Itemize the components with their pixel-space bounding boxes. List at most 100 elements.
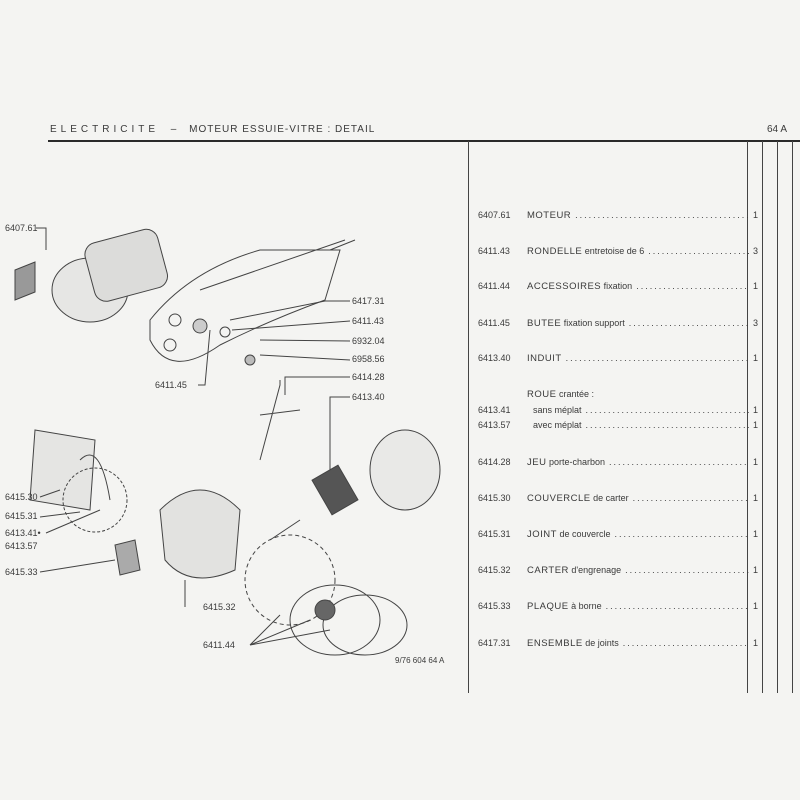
callout-label: 6958.56: [352, 354, 385, 364]
part-detail: avec méplat: [533, 420, 582, 430]
part-label: ACCESSOIRES fixation: [527, 281, 632, 292]
part-label: CARTER d'engrenage: [527, 565, 621, 576]
part-detail: sans méplat: [533, 405, 582, 415]
part-detail: de joints: [585, 638, 619, 648]
callout-label: 6932.04: [352, 336, 385, 346]
part-detail: à borne: [571, 601, 602, 611]
part-label: ROUE crantée :: [527, 389, 594, 400]
callout-label: 6411.44: [203, 640, 235, 650]
callout-label: 6415.32: [203, 602, 236, 612]
part-name: CARTER: [527, 565, 569, 576]
part-detail: crantée :: [558, 389, 594, 399]
leader-dots: ........................................…: [622, 638, 749, 648]
column-divider: [468, 141, 469, 693]
part-code: 6415.31: [478, 529, 511, 539]
footer-reference: 9/76 604 64 A: [395, 656, 445, 665]
callout-label: 6411.43: [352, 316, 384, 326]
part-code: 6417.31: [478, 638, 511, 648]
column-line: [792, 141, 793, 693]
part-label: RONDELLE entretoise de 6: [527, 246, 644, 257]
part-quantity: 1: [753, 281, 759, 291]
part-code: 6411.43: [478, 246, 510, 256]
part-code: 6407.61: [478, 210, 511, 220]
leader-dots: ........................................…: [585, 405, 749, 415]
part-quantity: 1: [753, 529, 759, 539]
part-quantity: 1: [753, 493, 759, 503]
part-quantity: 3: [753, 318, 759, 328]
part-description: JEU porte-charbon.......................…: [527, 457, 749, 468]
part-description: INDUIT .................................…: [527, 353, 749, 364]
qty-column-line: [747, 141, 748, 693]
leader-dots: ........................................…: [632, 493, 749, 503]
exploded-diagram: [14, 227, 441, 656]
part-detail: entretoise de 6: [584, 246, 645, 256]
part-name: RONDELLE: [527, 246, 583, 257]
armature-drawing: [269, 429, 441, 541]
part-name: MOTEUR: [527, 210, 572, 221]
part-name: INDUIT: [527, 353, 562, 364]
part-label: BUTEE fixation support: [527, 318, 625, 329]
part-code: 6414.28: [478, 457, 511, 467]
part-description: COUVERCLE de carter.....................…: [527, 493, 749, 504]
part-quantity: 1: [753, 210, 759, 220]
part-code: 6411.44: [478, 281, 510, 291]
part-label: JOINT de couvercle: [527, 529, 611, 540]
part-label: MOTEUR: [527, 210, 571, 221]
column-line: [762, 141, 763, 693]
callout-label: 6413.41•: [5, 528, 41, 538]
part-quantity: 1: [753, 601, 759, 611]
part-quantity: 3: [753, 246, 759, 256]
callout-label: 6415.30: [5, 492, 38, 502]
motor-drawing: [14, 228, 169, 323]
part-label: COUVERCLE de carter: [527, 493, 629, 504]
part-label: sans méplat: [533, 405, 582, 416]
leader-dots: ........................................…: [609, 457, 749, 467]
support-bracket: [149, 249, 341, 362]
part-code: 6415.30: [478, 493, 511, 503]
leader-dots: ........................................…: [636, 281, 749, 291]
callout-label: 6415.31: [5, 511, 38, 521]
part-description: sans méplat.............................…: [527, 405, 749, 416]
part-description: RONDELLE entretoise de 6................…: [527, 246, 749, 257]
part-description: BUTEE fixation support..................…: [527, 318, 749, 329]
cover-drawing: [29, 429, 111, 511]
column-line: [777, 141, 778, 693]
part-description: CARTER d'engrenage......................…: [527, 565, 749, 576]
header-separator: –: [170, 124, 178, 135]
part-description: ROUE crantée :: [527, 389, 749, 400]
part-detail: porte-charbon: [548, 457, 606, 467]
part-name: ROUE: [527, 389, 557, 400]
part-name: BUTEE: [527, 318, 562, 329]
part-quantity: 1: [753, 565, 759, 575]
part-quantity: 1: [753, 638, 759, 648]
part-quantity: 1: [753, 405, 759, 415]
callout-lines: [36, 227, 351, 646]
leader-dots: ........................................…: [585, 420, 749, 430]
callout-label: 6414.28: [352, 372, 385, 382]
part-code: 6413.57: [478, 420, 511, 430]
leader-dots: ........................................…: [614, 529, 750, 539]
page-header: ELECTRICITE – MOTEUR ESSUIE-VITRE : DETA…: [50, 124, 375, 136]
page-number: 64 A: [767, 124, 788, 135]
part-code: 6413.41: [478, 405, 511, 415]
leader-dots: ........................................…: [565, 353, 749, 363]
header-rule: [48, 140, 800, 142]
leader-dots: ........................................…: [625, 565, 749, 575]
part-code: 6413.40: [478, 353, 511, 363]
part-description: ENSEMBLE de joints......................…: [527, 638, 749, 649]
callout-label: 6411.45: [155, 380, 187, 390]
leader-dots: ........................................…: [605, 601, 749, 611]
callout-label: 6413.57: [5, 541, 38, 551]
leader-dots: ........................................…: [628, 318, 749, 328]
part-label: INDUIT: [527, 353, 562, 364]
callout-label: 6415.33: [5, 567, 38, 577]
part-name: ENSEMBLE: [527, 638, 583, 649]
part-code: 6411.45: [478, 318, 510, 328]
part-label: JEU porte-charbon: [527, 457, 605, 468]
page-title: MOTEUR ESSUIE-VITRE : DETAIL: [189, 124, 376, 135]
part-label: PLAQUE à borne: [527, 601, 602, 612]
part-detail: de couvercle: [559, 529, 611, 539]
part-description: avec méplat.............................…: [527, 420, 749, 431]
part-quantity: 1: [753, 353, 759, 363]
part-name: JEU: [527, 457, 547, 468]
